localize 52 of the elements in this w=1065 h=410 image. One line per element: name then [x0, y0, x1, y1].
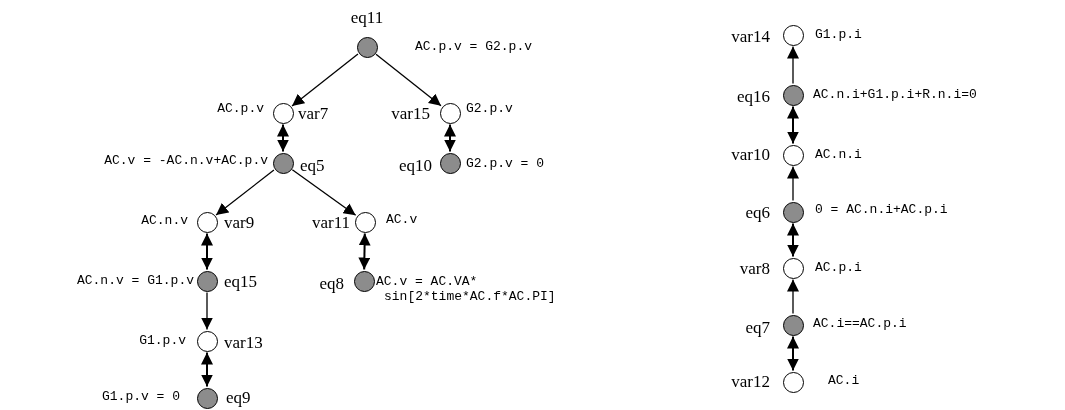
equation-text: AC.p.v = G2.p.v: [415, 38, 533, 54]
arrow: [358, 232, 371, 271]
arrow: [291, 169, 357, 216]
node-name: eq7: [745, 318, 770, 338]
equation-text: AC.v: [386, 211, 418, 227]
node-name: var12: [731, 372, 770, 392]
node-name: var8: [739, 259, 770, 279]
equation-text: G1.p.v = 0: [102, 388, 180, 404]
node-name: eq11: [350, 8, 384, 28]
equation-text: AC.i: [828, 372, 860, 388]
equation-text: AC.i==AC.p.i: [813, 315, 907, 331]
equation-text: AC.n.i+G1.p.i+R.n.i=0: [813, 86, 977, 102]
arrow: [787, 165, 799, 202]
equation-text: AC.n.v = G1.p.v: [76, 272, 194, 288]
arrow: [787, 278, 799, 315]
arrow: [201, 351, 213, 388]
equation-text: G1.p.v: [139, 332, 186, 348]
equation-text: G1.p.i: [815, 26, 862, 42]
node-name: eq6: [745, 203, 770, 223]
node-name: eq16: [736, 87, 770, 107]
equation-text: AC.v = -AC.n.v+AC.p.v: [104, 152, 268, 168]
node-name: eq10: [398, 156, 432, 176]
node-name: eq15: [224, 272, 258, 292]
node-name: var10: [731, 145, 770, 165]
arrow: [787, 45, 799, 85]
arrow: [291, 53, 359, 107]
equation-text: AC.p.v: [217, 100, 264, 116]
arrow: [787, 222, 799, 258]
equation-text: 0 = AC.n.i+AC.p.i: [815, 201, 948, 217]
node-name: eq9: [226, 388, 251, 408]
arrow: [215, 169, 275, 216]
node-name: var13: [224, 333, 263, 353]
node-name: var7: [298, 104, 329, 124]
node-name: eq5: [300, 156, 325, 176]
equation-text: AC.v = AC.VA* sin[2*time*AC.f*AC.PI]: [376, 274, 557, 304]
equation-text: G2.p.v = 0: [466, 155, 544, 171]
arrow: [787, 105, 799, 145]
node-name: var14: [731, 27, 770, 47]
node-name: var11: [311, 213, 350, 233]
arrow: [201, 291, 213, 331]
arrow: [444, 123, 456, 153]
node-name: var15: [391, 104, 430, 124]
node-name: eq8: [319, 274, 344, 294]
arrow: [277, 123, 289, 153]
arrow: [375, 53, 442, 107]
arrow: [787, 335, 799, 372]
equation-text: G2.p.v: [466, 100, 513, 116]
arrow: [201, 232, 213, 271]
equation-text: AC.n.i: [815, 146, 862, 162]
equation-text: AC.n.v: [141, 212, 188, 228]
equation-text: AC.p.i: [815, 259, 862, 275]
node-name: var9: [224, 213, 255, 233]
